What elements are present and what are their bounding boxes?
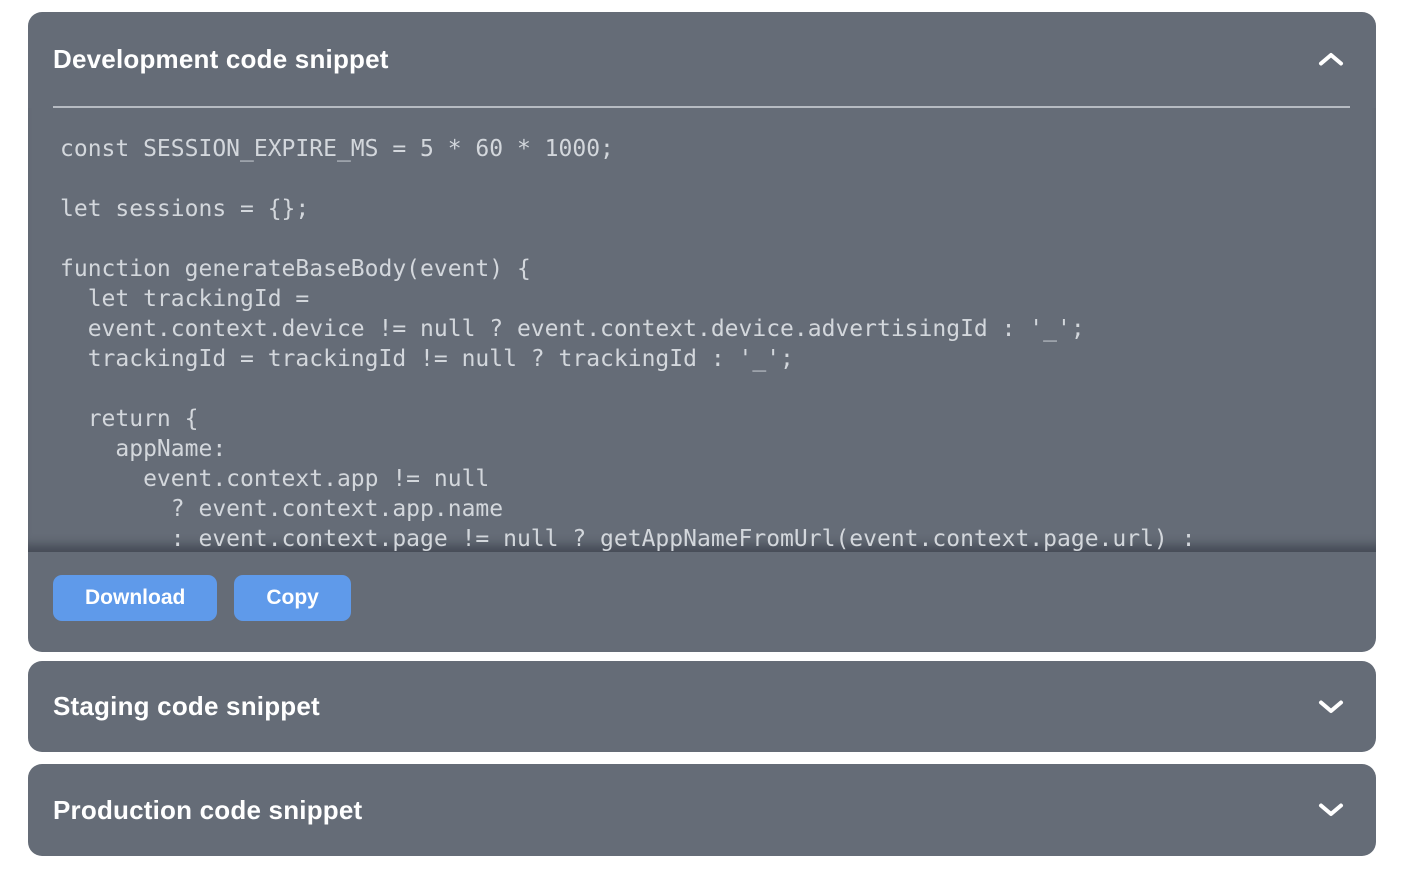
accordion-panel-staging: Staging code snippet — [28, 661, 1376, 752]
snippet-actions: Download Copy — [28, 552, 1376, 652]
panel-title-development: Development code snippet — [53, 43, 389, 74]
panel-title-production: Production code snippet — [53, 794, 363, 825]
accordion-header-production[interactable]: Production code snippet — [28, 764, 1376, 856]
download-button[interactable]: Download — [53, 575, 218, 621]
code-snippet-development: const SESSION_EXPIRE_MS = 5 * 60 * 1000;… — [60, 136, 1196, 552]
accordion-panel-production: Production code snippet — [28, 764, 1376, 856]
accordion-header-development[interactable]: Development code snippet — [28, 12, 1376, 106]
chevron-up-icon[interactable] — [1316, 47, 1346, 71]
accordion-header-staging[interactable]: Staging code snippet — [28, 661, 1376, 752]
chevron-down-icon[interactable] — [1316, 798, 1346, 822]
chevron-down-icon[interactable] — [1316, 695, 1346, 719]
accordion-panel-development: Development code snippet const SESSION_E… — [28, 12, 1376, 652]
header-divider — [53, 106, 1350, 108]
code-scroll-area[interactable]: const SESSION_EXPIRE_MS = 5 * 60 * 1000;… — [28, 108, 1376, 552]
panel-title-staging: Staging code snippet — [53, 691, 320, 721]
copy-button[interactable]: Copy — [234, 575, 351, 621]
